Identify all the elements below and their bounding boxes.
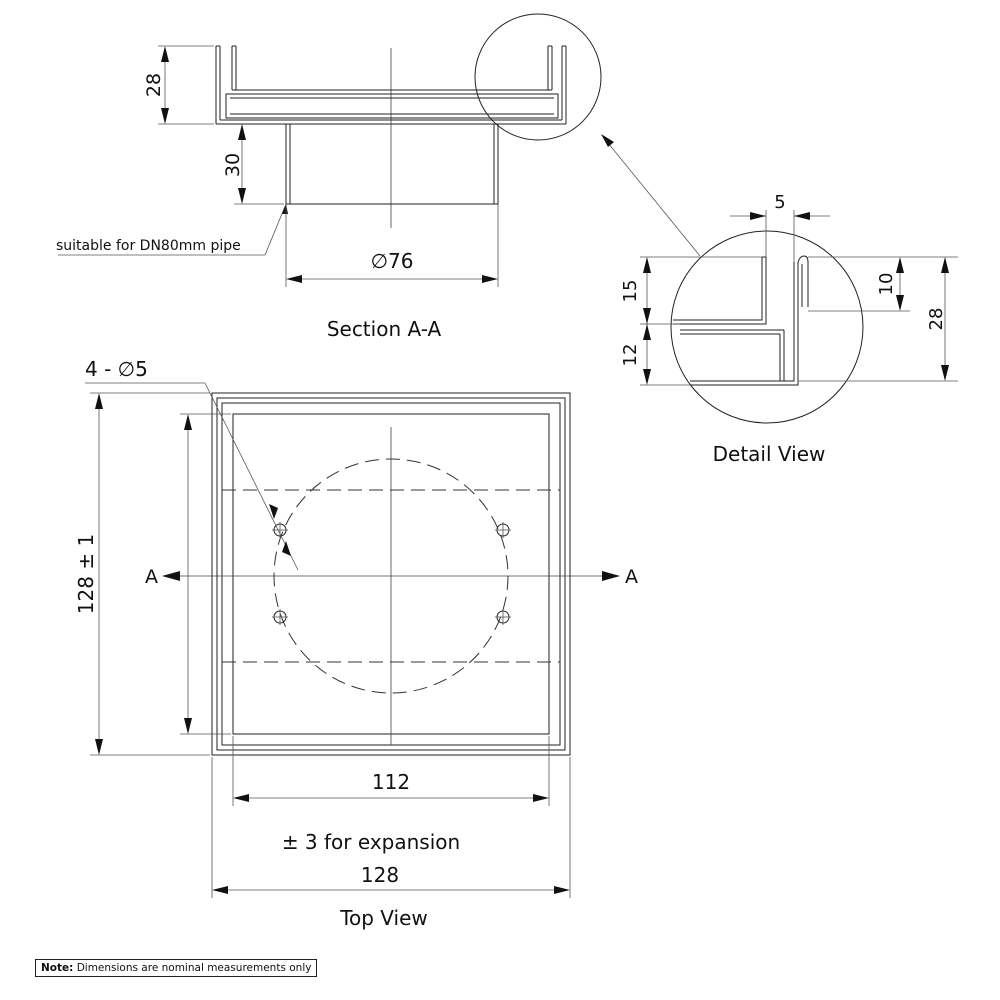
- screw-hole: [272, 522, 288, 538]
- top-view-title: Top View: [339, 906, 428, 930]
- section-dim-30: 30: [222, 153, 244, 177]
- spigot-hidden-circle: [273, 458, 509, 694]
- top-dim-height: 128 ± 1: [74, 534, 98, 614]
- detail-dim-28: 28: [926, 308, 947, 331]
- expansion-note: ± 3 for expansion: [282, 830, 460, 854]
- section-spigot: [285, 123, 499, 205]
- top-dim-outer-width: 128: [361, 863, 399, 887]
- section-dim-28: 28: [143, 73, 165, 97]
- section-tray-body: [225, 93, 559, 119]
- top-view: A A 4 - ∅5: [74, 357, 638, 930]
- section-view: 28 30 suitable for DN80mm pipe ∅76 Secti…: [56, 13, 602, 341]
- note-label: Note:: [41, 962, 74, 974]
- detail-dim-5: 5: [774, 192, 785, 213]
- top-dim-inner-width: 112: [372, 770, 410, 794]
- detail-dim-15: 15: [620, 280, 641, 303]
- detail-title: Detail View: [713, 442, 826, 466]
- note-box: Note: Dimensions are nominal measurement…: [35, 959, 318, 977]
- section-dim-diameter: ∅76: [371, 249, 414, 273]
- note-text: Dimensions are nominal measurements only: [76, 962, 312, 974]
- section-title: Section A-A: [327, 317, 442, 341]
- hole-dimension: 4 - ∅5: [85, 357, 148, 381]
- pipe-note: suitable for DN80mm pipe: [56, 238, 241, 254]
- detail-dim-10: 10: [876, 273, 897, 296]
- detail-dim-12: 12: [620, 344, 641, 367]
- detail-view: 5 15 12 10 28 Detail View: [620, 192, 958, 466]
- screw-hole: [495, 609, 511, 625]
- screw-hole: [272, 609, 288, 625]
- top-frame-outer: [211, 392, 571, 756]
- detail-leader: [603, 137, 701, 257]
- screw-hole: [495, 522, 511, 538]
- detail-callout-circle: [474, 13, 602, 141]
- detail-circle: [670, 230, 864, 424]
- section-marker-right: A: [625, 566, 638, 588]
- section-marker-left: A: [145, 566, 158, 588]
